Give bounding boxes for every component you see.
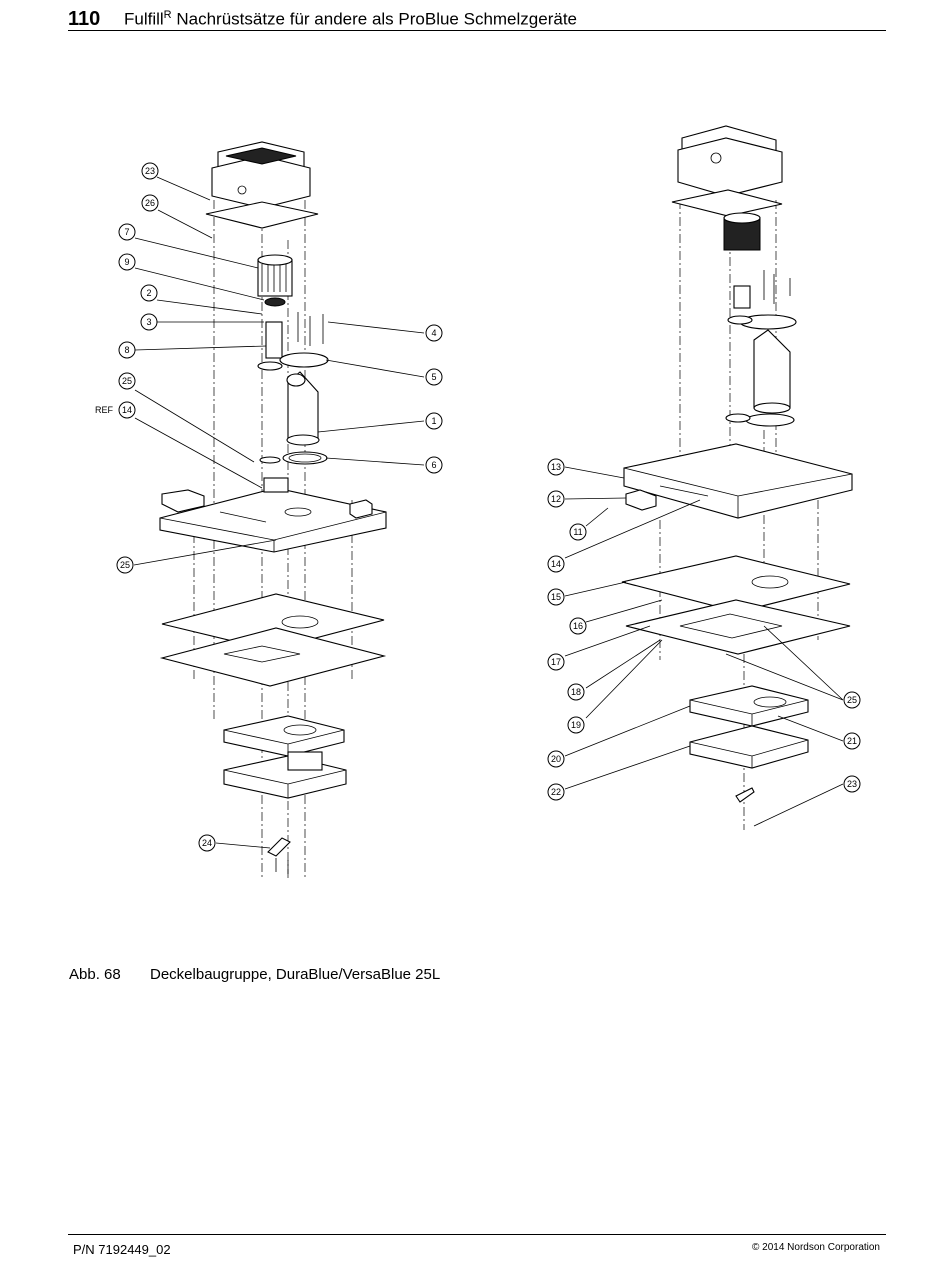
callout-15: 15	[547, 588, 565, 606]
svg-text:14: 14	[122, 405, 132, 415]
callout-3: 3	[140, 313, 158, 331]
svg-text:11: 11	[573, 527, 582, 537]
title-text: Nachrüstsätze für andere als ProBlue Sch…	[171, 9, 577, 29]
svg-text:21: 21	[847, 736, 857, 746]
svg-text:13: 13	[551, 462, 561, 472]
svg-text:12: 12	[551, 494, 561, 504]
callout-26: 26	[141, 194, 159, 212]
svg-text:19: 19	[571, 720, 581, 730]
callout-18: 18	[567, 683, 585, 701]
svg-text:7: 7	[124, 227, 129, 237]
figure-caption: Abb. 68 Deckelbaugruppe, DuraBlue/VersaBl…	[69, 966, 440, 983]
svg-text:17: 17	[551, 657, 561, 667]
figure-caption-text: Deckelbaugruppe, DuraBlue/VersaBlue 25L	[150, 966, 441, 983]
callout-9: 9	[118, 253, 136, 271]
callout-23-left: 23	[141, 162, 159, 180]
callout-14-left: 14	[118, 401, 136, 419]
callout-25-left-b: 25	[116, 556, 134, 574]
callout-4: 4	[425, 324, 443, 342]
callout-2: 2	[140, 284, 158, 302]
copyright: © 2014 Nordson Corporation	[752, 1242, 880, 1253]
callout-25-left-a: 25	[118, 372, 136, 390]
page-number: 110	[68, 8, 101, 30]
header-rule	[68, 30, 886, 31]
callout-17: 17	[547, 653, 565, 671]
svg-text:2: 2	[146, 288, 151, 298]
svg-text:25: 25	[847, 695, 857, 705]
callout-23-right: 23	[843, 775, 861, 793]
svg-text:6: 6	[431, 460, 436, 470]
callout-5: 5	[425, 368, 443, 386]
page-header: 110 FulfillR Nachrüstsätze für andere al…	[68, 6, 886, 32]
svg-text:16: 16	[573, 621, 583, 631]
callout-7: 7	[118, 223, 136, 241]
callout-19: 19	[567, 716, 585, 734]
callout-25-right: 25	[843, 691, 861, 709]
ref-label: REF	[95, 405, 114, 415]
svg-text:3: 3	[146, 317, 151, 327]
callout-12: 12	[547, 490, 565, 508]
svg-text:20: 20	[551, 754, 561, 764]
page-title: FulfillR Nachrüstsätze für andere als Pr…	[124, 9, 577, 30]
svg-text:24: 24	[202, 838, 212, 848]
callout-6: 6	[425, 456, 443, 474]
figure-label: Abb. 68	[69, 966, 121, 983]
part-number: P/N 7192449_02	[73, 1242, 171, 1257]
svg-text:22: 22	[551, 787, 561, 797]
left-assembly	[133, 141, 425, 880]
callout-24: 24	[198, 834, 216, 852]
svg-text:8: 8	[124, 345, 129, 355]
svg-text:14: 14	[551, 559, 561, 569]
svg-text:26: 26	[145, 198, 155, 208]
callout-8: 8	[118, 341, 136, 359]
callout-20: 20	[547, 750, 565, 768]
svg-text:25: 25	[122, 376, 132, 386]
svg-text:9: 9	[124, 257, 129, 267]
svg-text:23: 23	[145, 166, 155, 176]
callout-11: 11	[569, 523, 587, 541]
callout-14-right: 14	[547, 555, 565, 573]
callout-16: 16	[569, 617, 587, 635]
svg-text:23: 23	[847, 779, 857, 789]
svg-text:25: 25	[120, 560, 130, 570]
callout-22: 22	[547, 783, 565, 801]
svg-text:4: 4	[431, 328, 436, 338]
right-assembly	[564, 125, 853, 830]
title-brand: Fulfill	[124, 9, 164, 29]
callout-21: 21	[843, 732, 861, 750]
svg-text:5: 5	[431, 372, 436, 382]
registered-mark: R	[163, 9, 172, 21]
svg-text:18: 18	[571, 687, 581, 697]
svg-text:1: 1	[431, 416, 436, 426]
svg-text:15: 15	[551, 592, 561, 602]
footer-rule	[68, 1234, 886, 1235]
callout-1: 1	[425, 412, 443, 430]
callout-13: 13	[547, 458, 565, 476]
